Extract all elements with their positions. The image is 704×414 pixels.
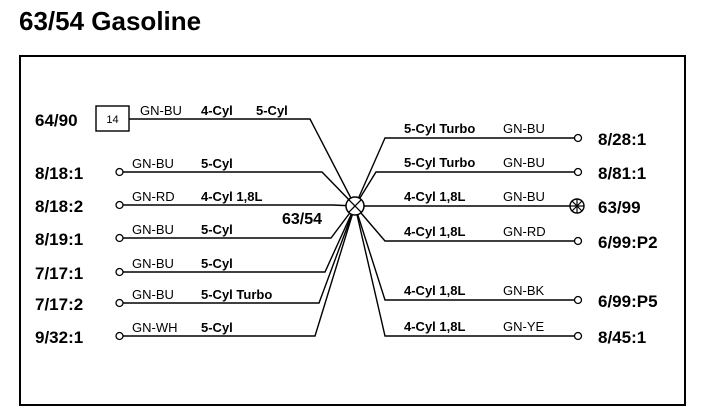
left-connection-9-32-1: 9/32:1 GN-WH 5-Cyl [35,205,356,347]
terminal-circle [573,133,583,143]
wire-color: GN-BU [140,103,182,118]
right-connection-63-99: 63/99 4-Cyl 1,8L GN-BU [355,189,641,217]
spec-label: 4-Cyl 1,8L [404,189,465,204]
wire [354,205,574,337]
terminal-circle [115,267,124,277]
wire [354,137,574,207]
spec-label: 4-Cyl 1,8L [404,283,465,298]
spec-label: 4-Cyl 1,8L [404,224,465,239]
right-connection-8-45-1: 8/45:1 4-Cyl 1,8L GN-YE [354,205,646,347]
terminal-circle [573,167,583,177]
wire-color: GN-RD [503,224,546,239]
wire-color: GN-BU [503,155,545,170]
spec-label: 5-Cyl [201,320,233,335]
connection-label: 8/45:1 [598,328,646,347]
wire [354,171,574,207]
connection-label: 8/19:1 [35,230,83,249]
left-connection-8-18-1: 8/18:1 GN-BU 5-Cyl [35,156,356,207]
wire-color: GN-BK [503,283,545,298]
spec-label: 5-Cyl Turbo [404,121,475,136]
connection-label: 7/17:1 [35,264,83,283]
splice-hub [345,196,365,216]
connection-label: 6/99:P2 [598,233,658,252]
wire [129,118,356,207]
connection-label: 9/32:1 [35,328,83,347]
wire-color: GN-YE [503,319,545,334]
wire-color: GN-BU [503,121,545,136]
left-connection-8-18-2: 8/18:2 GN-RD 4-Cyl 1,8L [35,189,356,216]
wire [123,205,356,304]
spec-label: 5-Cyl Turbo [201,287,272,302]
connection-label: 8/28:1 [598,130,646,149]
lamp-icon [569,198,585,214]
wire-color: GN-BU [132,156,174,171]
left-connection-7-17-1: 7/17:1 GN-BU 5-Cyl [35,205,356,283]
terminal-circle [115,331,124,341]
wire-color: GN-BU [503,189,545,204]
left-connection-7-17-2: 7/17:2 GN-BU 5-Cyl Turbo [35,205,356,314]
spec-label: 4-Cyl [201,103,233,118]
spec-label: 5-Cyl [201,256,233,271]
connection-label: 7/17:2 [35,295,83,314]
connection-label: 6/99:P5 [598,292,658,311]
spec-label: 5-Cyl Turbo [404,155,475,170]
connection-label: 8/81:1 [598,164,646,183]
terminal-circle [573,236,583,246]
wire [354,205,574,301]
terminal-circle [573,295,583,305]
terminal-circle [115,167,124,177]
wire [123,204,356,207]
connection-label: 63/99 [598,198,641,217]
hub-label: 63/54 [282,211,322,228]
spec-label: 5-Cyl [201,156,233,171]
connector-box-text: 14 [106,114,118,126]
wire-color: GN-BU [132,256,174,271]
wire-color: GN-BU [132,287,174,302]
terminal-circle [115,233,124,243]
connection-label: 8/18:1 [35,164,83,183]
wire [354,205,574,242]
terminal-circle [573,331,583,341]
right-connection-6-99-P2: 6/99:P2 4-Cyl 1,8L GN-RD [354,205,658,252]
terminal-circle [115,200,124,210]
right-connection-6-99-P5: 6/99:P5 4-Cyl 1,8L GN-BK [354,205,658,311]
wire [123,205,356,273]
left-connection-8-19-1: 8/19:1 GN-BU 5-Cyl [35,205,356,249]
wire [123,205,356,239]
wire-color: GN-RD [132,189,175,204]
connector-box [95,105,130,132]
connection-label: 8/18:2 [35,197,83,216]
wire-color: GN-BU [132,222,174,237]
spec-label: 4-Cyl 1,8L [404,319,465,334]
spec-label: 5-Cyl [256,103,288,118]
spec-label: 5-Cyl [201,222,233,237]
wire-color: GN-WH [132,320,178,335]
page-title: 63/54 Gasoline [19,6,202,36]
connection-label: 64/90 [35,111,78,130]
wire [123,205,356,337]
spec-label: 4-Cyl 1,8L [201,189,262,204]
diagram-frame [19,55,686,406]
wire [123,171,356,207]
terminal-circle [115,298,124,308]
